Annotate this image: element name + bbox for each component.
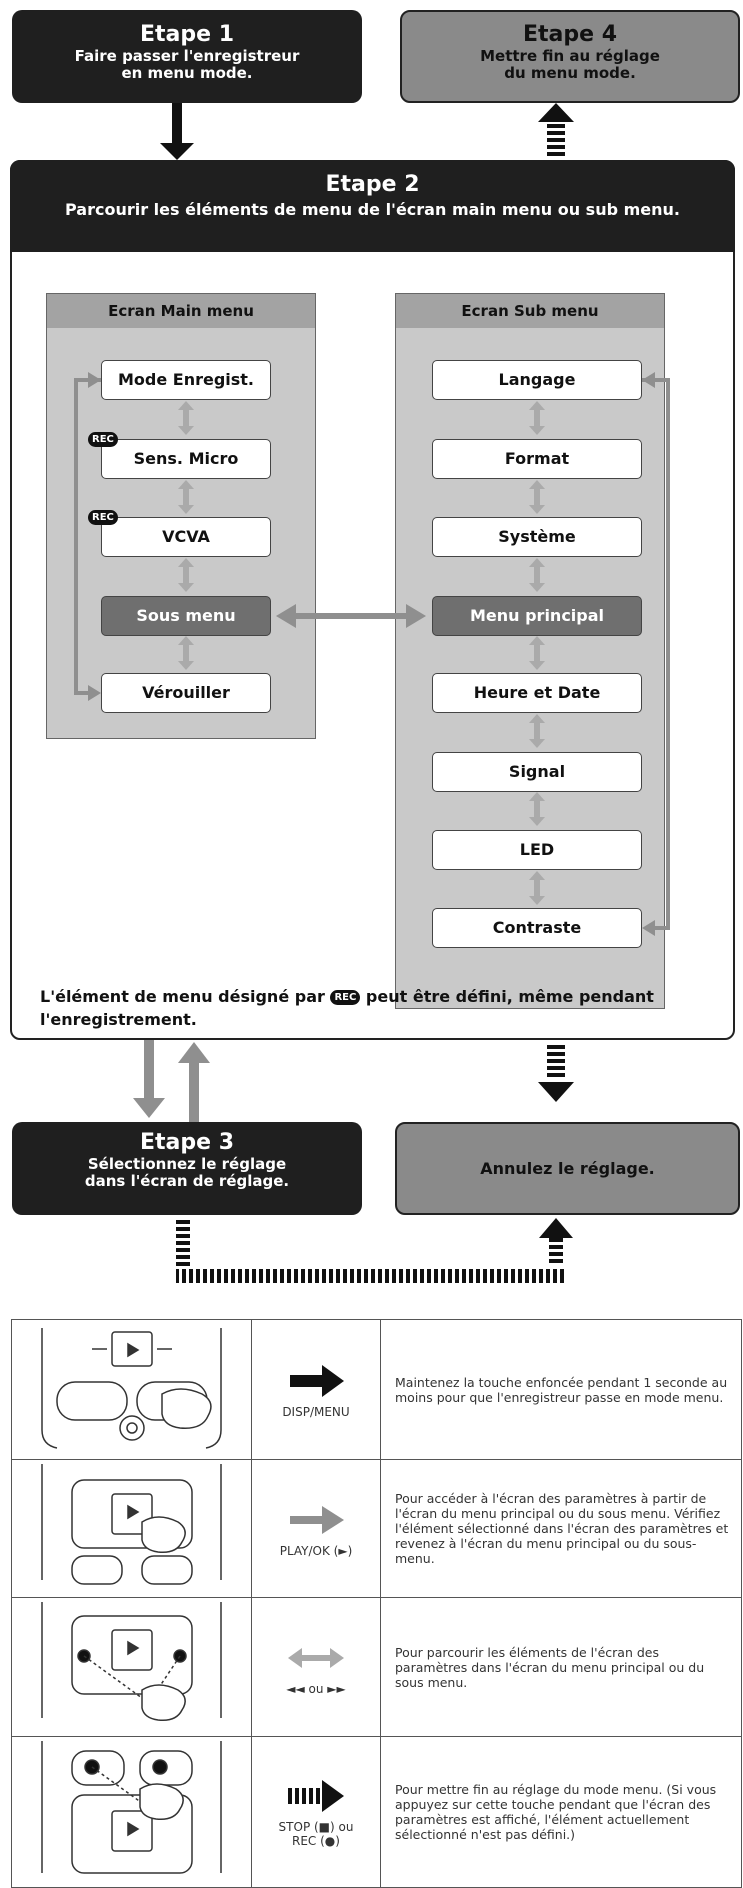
- arrow-step1-to-step2: [160, 103, 194, 160]
- step3-title: Etape 3: [139, 1130, 235, 1155]
- rec-note-after: peut être défini, même pendant l'enregis…: [40, 987, 654, 1029]
- arrow-grey-icon: [290, 1505, 344, 1534]
- step4-text: Mettre fin au réglage du menu mode.: [480, 47, 660, 82]
- control-desc-stop-rec: Pour mettre fin au réglage du mode menu.…: [380, 1736, 742, 1888]
- control-desc-play-ok: Pour accéder à l'écran des paramètres à …: [380, 1459, 742, 1598]
- control-label-disp-menu: DISP/MENU: [282, 1404, 350, 1419]
- main-item-sous-menu[interactable]: Sous menu: [101, 596, 271, 636]
- step3-text: Sélectionnez le réglage dans l'écran de …: [84, 1155, 290, 1190]
- controls-table: DISP/MENU Maintenez la touche enfoncée p…: [11, 1319, 742, 1888]
- step4-box: Etape 4 Mettre fin au réglage du menu mo…: [400, 10, 740, 103]
- rec-note-before: L'élément de menu désigné par: [40, 987, 325, 1006]
- step2-header: Etape 2 Parcourir les éléments de menu d…: [10, 160, 735, 252]
- arrow-step2-to-step3: [133, 1040, 165, 1118]
- control-label-stop-rec: STOP (■) ou REC (●): [278, 1820, 354, 1848]
- recorder-play-button-illustration: [41, 1464, 222, 1585]
- main-nav-arrows: [178, 401, 194, 670]
- step3-box: Etape 3 Sélectionnez le réglage dans l'é…: [12, 1122, 362, 1215]
- control-label-cell: DISP/MENU: [251, 1319, 381, 1460]
- control-row-play-ok: PLAY/OK (►) Pour accéder à l'écran des p…: [11, 1459, 742, 1598]
- step2-title: Etape 2: [325, 172, 420, 197]
- control-row-stop-rec: STOP (■) ou REC (●) Pour mettre fin au r…: [11, 1736, 742, 1888]
- main-item-sens-micro[interactable]: Sens. Micro: [101, 439, 271, 479]
- main-menu-title: Ecran Main menu: [47, 294, 315, 328]
- step2-text: Parcourir les éléments de menu de l'écra…: [64, 200, 680, 219]
- control-row-skip: ◄◄ ou ►► Pour parcourir les éléments de …: [11, 1597, 742, 1737]
- step4-title: Etape 4: [522, 22, 618, 47]
- sub-item-systeme[interactable]: Système: [432, 517, 642, 557]
- recorder-skip-buttons-illustration: [41, 1602, 222, 1722]
- control-label-play-ok: PLAY/OK (►): [279, 1543, 353, 1558]
- arrow-step2-to-step4: [538, 103, 574, 156]
- cancel-box: Annulez le réglage.: [395, 1122, 740, 1215]
- rec-badge-sens-micro: REC: [88, 432, 118, 447]
- main-menu-loop: [74, 378, 101, 695]
- sub-item-langage[interactable]: Langage: [432, 360, 642, 400]
- control-row-disp-menu: DISP/MENU Maintenez la touche enfoncée p…: [11, 1319, 742, 1460]
- sub-item-format[interactable]: Format: [432, 439, 642, 479]
- dashed-arrow-icon: [288, 1780, 344, 1812]
- step1-text: Faire passer l'enregistreur en menu mode…: [74, 47, 300, 82]
- sub-item-contraste[interactable]: Contraste: [432, 908, 642, 948]
- sub-menu-title: Ecran Sub menu: [396, 294, 664, 328]
- control-desc-disp-menu: Maintenez la touche enfoncée pendant 1 s…: [380, 1319, 742, 1460]
- main-item-mode-enregist[interactable]: Mode Enregist.: [101, 360, 271, 400]
- cancel-text: Annulez le réglage.: [480, 1159, 655, 1178]
- double-arrow-icon: [288, 1648, 344, 1668]
- sub-item-menu-principal[interactable]: Menu principal: [432, 596, 642, 636]
- sub-menu-panel: Ecran Sub menu: [395, 293, 665, 1009]
- return-loop-dashed: [176, 1220, 566, 1283]
- sub-item-heure-date[interactable]: Heure et Date: [432, 673, 642, 713]
- sub-item-signal[interactable]: Signal: [432, 752, 642, 792]
- sub-item-led[interactable]: LED: [432, 830, 642, 870]
- rec-badge-vcva: REC: [88, 510, 118, 525]
- control-image-cell: [11, 1319, 252, 1460]
- flow-arrows: [74, 103, 670, 1283]
- control-desc-skip: Pour parcourir les éléments de l'écran d…: [380, 1597, 742, 1737]
- main-item-verouiller[interactable]: Vérouiller: [101, 673, 271, 713]
- step1-title: Etape 1: [139, 22, 235, 47]
- control-label-skip: ◄◄ ou ►►: [286, 1682, 346, 1696]
- main-item-vcva[interactable]: VCVA: [101, 517, 271, 557]
- arrow-black-icon: [290, 1364, 344, 1397]
- recorder-disp-button-illustration: [41, 1328, 222, 1449]
- recorder-stop-rec-illustration: [41, 1741, 222, 1874]
- panel-link-arrow: [276, 604, 426, 628]
- rec-note-badge: REC: [330, 990, 361, 1005]
- step1-box: Etape 1 Faire passer l'enregistreur en m…: [12, 10, 362, 103]
- sub-nav-arrows: [529, 401, 545, 905]
- rec-note: L'élément de menu désigné par REC peut ê…: [40, 985, 700, 1031]
- arrow-step3-to-step2: [178, 1042, 210, 1122]
- arrow-step2-to-cancel: [538, 1045, 574, 1102]
